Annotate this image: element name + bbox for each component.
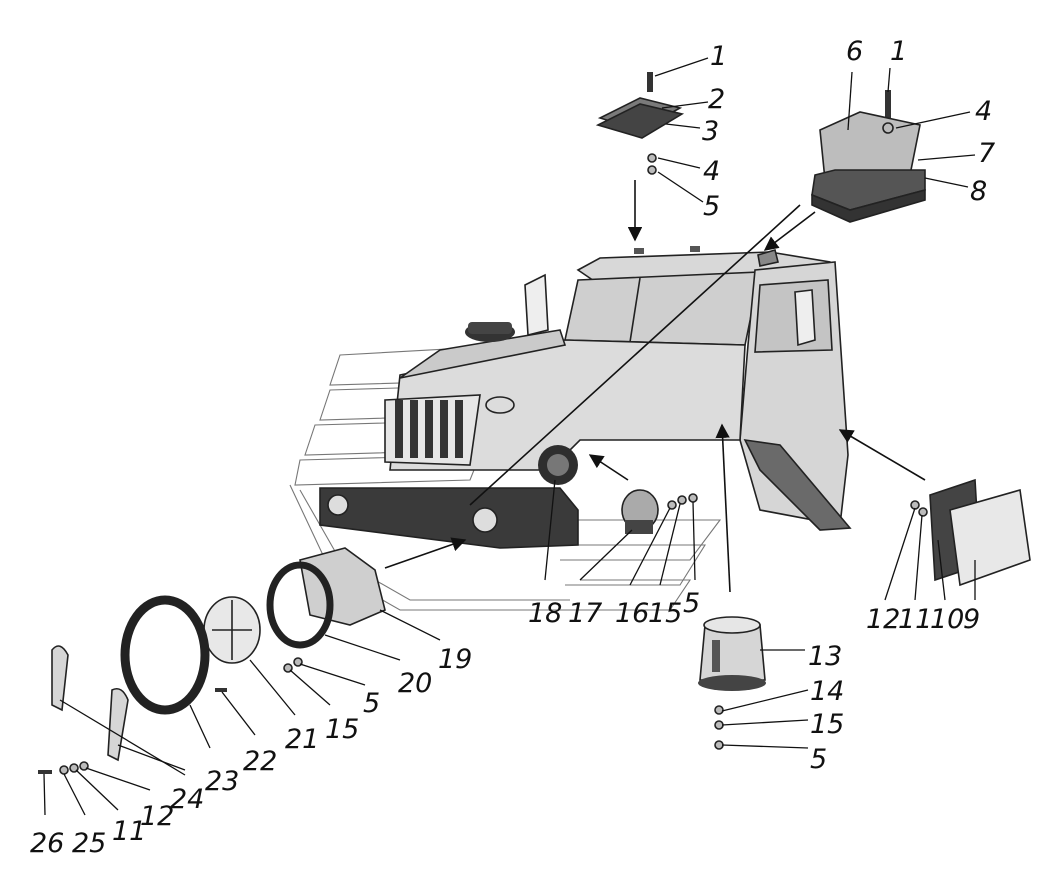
washer-4-top <box>647 153 657 163</box>
washer-25 <box>59 765 69 775</box>
callout-9: 9 <box>963 604 980 635</box>
screw-22 <box>215 688 227 692</box>
callout-1: 1 <box>890 36 907 67</box>
right-mirror <box>794 289 816 347</box>
callout-12: 12 <box>866 604 900 635</box>
callout-5: 5 <box>810 744 827 775</box>
callout-26: 26 <box>30 828 64 859</box>
callout-4: 4 <box>975 96 992 127</box>
callout-21: 21 <box>285 724 319 755</box>
cab-roof-lamp-assembly <box>811 90 926 223</box>
cab-front-panel <box>389 339 746 471</box>
washer-15-bottom <box>714 720 724 730</box>
callout-numbers: 1 2 3 4 5 6 1 4 7 8 12 11 10 9 18 17 16 … <box>30 36 995 859</box>
bumper-fog-lamp-left <box>327 494 349 516</box>
callout-12: 12 <box>140 801 174 832</box>
lamp-body-9 <box>949 488 1031 587</box>
truck-cab <box>289 246 852 611</box>
leader-roof-to-bumper <box>469 204 801 506</box>
rim-23 <box>120 595 210 715</box>
lamp-cover-6 <box>819 111 921 181</box>
callout-1: 1 <box>710 41 727 72</box>
beacon-dome-top <box>703 616 761 634</box>
air-intake-body <box>468 322 512 334</box>
callout-8: 8 <box>970 176 987 207</box>
beacon-base <box>698 675 766 691</box>
roof-marker-left <box>634 248 644 254</box>
left-mirror <box>524 273 549 337</box>
fender-headlight-lens <box>547 454 569 476</box>
callout-11: 11 <box>898 604 932 635</box>
callout-15: 15 <box>648 598 682 629</box>
callout-24: 24 <box>170 784 204 815</box>
beacon-lens-band <box>712 640 720 672</box>
washer-11-right <box>918 507 928 517</box>
callout-leader-lines <box>43 57 976 816</box>
callout-20: 20 <box>398 668 432 699</box>
nut-5-top <box>647 165 657 175</box>
callout-11: 11 <box>112 816 146 847</box>
cab-step <box>743 438 852 531</box>
hood <box>399 329 567 379</box>
screw-1-top <box>647 72 653 92</box>
beacon-lamp-assembly <box>698 616 766 750</box>
callout-4: 4 <box>703 156 720 187</box>
washer-14 <box>714 705 724 715</box>
turn-signal-assembly <box>621 489 698 534</box>
callout-2: 2 <box>708 84 725 115</box>
callout-25: 25 <box>72 828 106 859</box>
arrow-side-lamp <box>838 429 926 481</box>
callout-14: 14 <box>810 676 844 707</box>
headlight-exploded-assembly <box>38 547 386 775</box>
side-lamp-assembly <box>910 478 1031 587</box>
callout-19: 19 <box>438 644 472 675</box>
headlight-lens-pattern <box>212 600 252 660</box>
trim-strip-24b <box>107 687 129 762</box>
callout-6: 6 <box>846 36 863 67</box>
trim-strip-24a <box>51 645 69 712</box>
callout-10: 10 <box>930 604 964 635</box>
front-bumper <box>319 487 579 549</box>
lamp-base-8 <box>811 188 926 223</box>
washer-16 <box>667 500 677 510</box>
nut-12-right <box>910 500 920 510</box>
callout-18: 18 <box>528 598 562 629</box>
callout-17: 17 <box>568 598 602 629</box>
gasket-3 <box>595 103 685 139</box>
callout-3: 3 <box>702 116 719 147</box>
bumper-fog-lamp-right <box>472 507 498 533</box>
arrow-roof-lamp <box>763 211 816 251</box>
screw-1-right <box>885 90 891 122</box>
callout-13: 13 <box>808 641 842 672</box>
nut-5-bottom <box>714 740 724 750</box>
windshield <box>564 271 761 346</box>
door-window <box>754 279 833 353</box>
marker-lamp-assembly-top <box>595 72 685 175</box>
callout-16: 16 <box>615 598 649 629</box>
screw-26 <box>38 770 52 774</box>
callout-15: 15 <box>325 714 359 745</box>
arrow-headlight <box>384 537 467 569</box>
callout-15: 15 <box>810 709 844 740</box>
arrow-beacon <box>715 423 731 593</box>
callout-5: 5 <box>363 688 380 719</box>
washer-4-right <box>882 122 894 134</box>
roof-lamp <box>757 248 779 267</box>
callout-23: 23 <box>205 766 239 797</box>
assembly-arrows <box>384 180 926 593</box>
radiator-grille <box>384 394 481 466</box>
nut-5-center <box>688 493 698 503</box>
cab-emblem <box>485 396 515 414</box>
callout-22: 22 <box>243 746 277 777</box>
arrow-turn-signal <box>588 454 629 481</box>
callout-5: 5 <box>683 588 700 619</box>
roof-marker-center <box>690 246 700 252</box>
callout-7: 7 <box>978 138 995 169</box>
headlight-housing-19 <box>299 547 386 626</box>
windshield-divider <box>629 277 641 343</box>
callout-5: 5 <box>703 191 720 222</box>
gasket-20 <box>266 561 334 649</box>
washer-15-center <box>677 495 687 505</box>
